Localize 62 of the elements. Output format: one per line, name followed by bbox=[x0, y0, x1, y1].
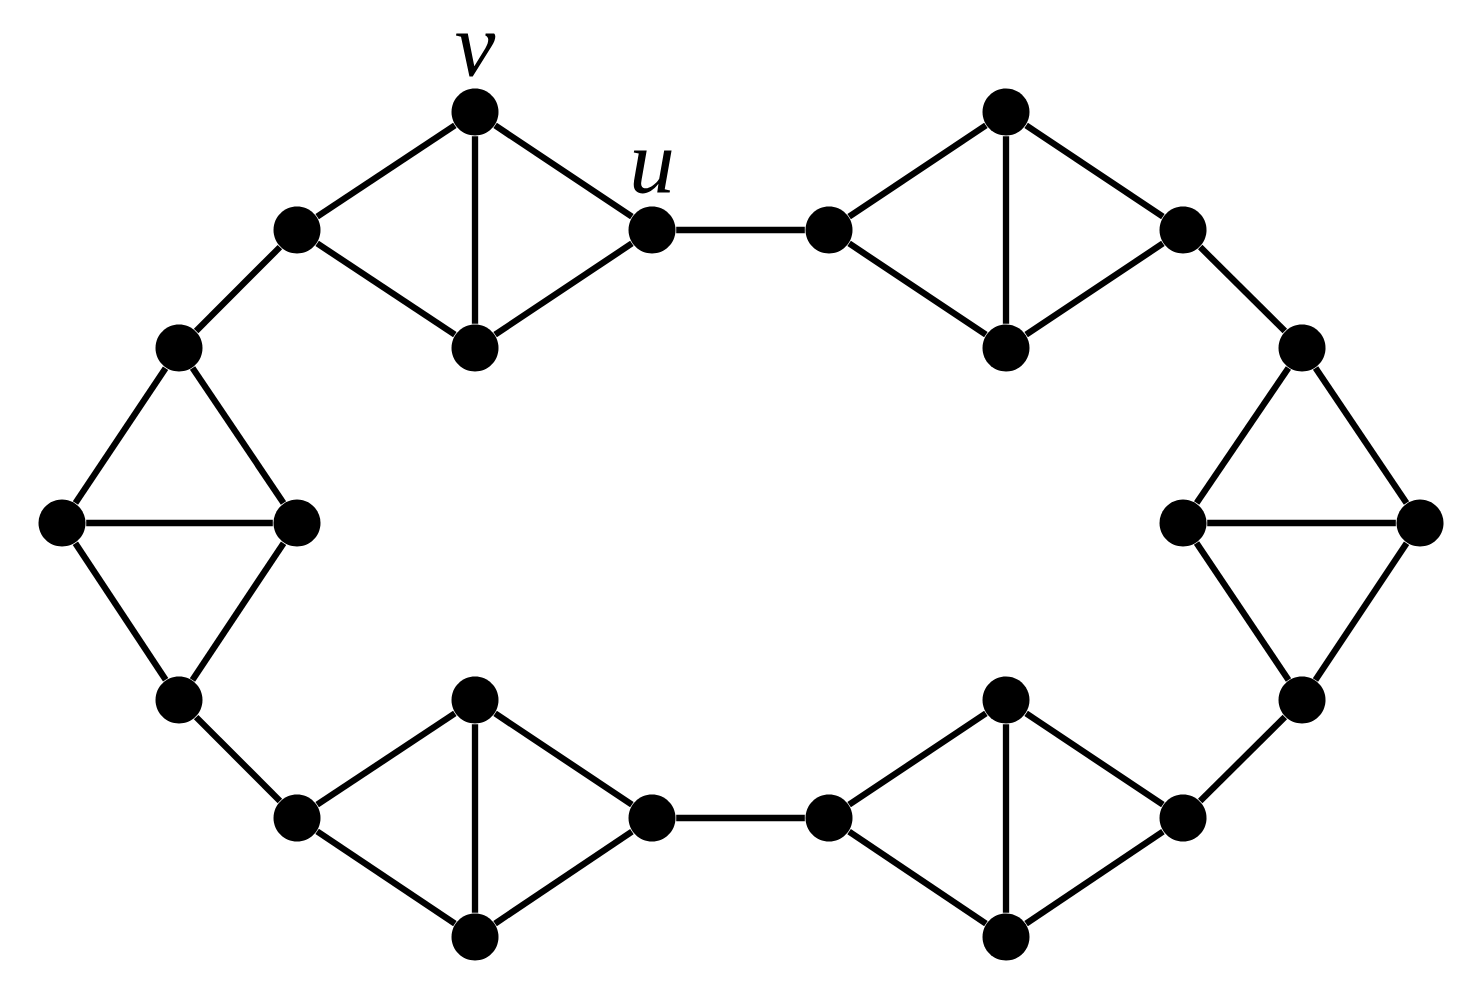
vertex-dot bbox=[451, 324, 499, 372]
edge-line bbox=[847, 240, 988, 338]
edge-line bbox=[1024, 710, 1165, 808]
vertex-dot bbox=[805, 794, 853, 842]
edge-line bbox=[189, 366, 287, 505]
edge-line bbox=[193, 714, 283, 804]
edge-line bbox=[847, 710, 988, 808]
vertex-dot bbox=[1278, 324, 1326, 372]
vertex-dot bbox=[982, 88, 1030, 136]
vertex-dot bbox=[805, 206, 853, 254]
edge-line bbox=[86, 519, 273, 527]
vertex-dot bbox=[1159, 206, 1207, 254]
vertex-dot bbox=[273, 499, 321, 547]
edge-line bbox=[72, 366, 169, 505]
edge-line bbox=[1193, 541, 1292, 682]
edge-line bbox=[315, 710, 457, 808]
edge-line bbox=[493, 710, 634, 808]
vertex-label: v bbox=[456, 33, 496, 77]
vertex-dot bbox=[38, 499, 86, 547]
edge-line bbox=[1197, 714, 1288, 804]
vertex-dot bbox=[451, 676, 499, 724]
vertex-dot bbox=[628, 206, 676, 254]
vertex-dot bbox=[155, 324, 203, 372]
edge-line bbox=[493, 240, 634, 338]
vertex-label: u bbox=[633, 150, 672, 194]
edge-line bbox=[1024, 240, 1165, 338]
edge-line bbox=[676, 226, 805, 234]
vertex-dot bbox=[1159, 499, 1207, 547]
vertex-dot bbox=[1159, 794, 1207, 842]
edge-line bbox=[72, 541, 169, 682]
vertex-dot bbox=[628, 794, 676, 842]
edge-line bbox=[847, 122, 988, 220]
edge-line bbox=[189, 541, 287, 682]
edge-line bbox=[1207, 519, 1396, 527]
edge-line bbox=[315, 828, 457, 927]
vertex-dot bbox=[155, 676, 203, 724]
vertex-dot bbox=[982, 324, 1030, 372]
edge-line bbox=[1024, 828, 1165, 927]
edge-line bbox=[493, 828, 634, 927]
edge-line bbox=[193, 244, 283, 334]
edge-line bbox=[315, 122, 457, 220]
edge-line bbox=[847, 828, 988, 927]
vertex-dot bbox=[273, 794, 321, 842]
vertex-dot bbox=[451, 88, 499, 136]
edge-line bbox=[1024, 122, 1165, 220]
edge-line bbox=[676, 814, 805, 822]
vertex-dot bbox=[1396, 499, 1444, 547]
edge-line bbox=[1002, 724, 1010, 913]
edge-line bbox=[315, 240, 457, 338]
vertex-dot bbox=[1278, 676, 1326, 724]
edge-line bbox=[1002, 136, 1010, 324]
vertex-dot bbox=[982, 676, 1030, 724]
edge-line bbox=[471, 136, 479, 324]
edge-line bbox=[493, 122, 634, 220]
edge-line bbox=[471, 724, 479, 913]
edge-line bbox=[1198, 244, 1288, 334]
edge-line bbox=[1312, 541, 1410, 682]
vertex-dot bbox=[982, 913, 1030, 961]
edge-line bbox=[1312, 366, 1410, 505]
vertex-dot bbox=[451, 913, 499, 961]
vertex-dot bbox=[273, 206, 321, 254]
edge-line bbox=[1194, 366, 1292, 505]
